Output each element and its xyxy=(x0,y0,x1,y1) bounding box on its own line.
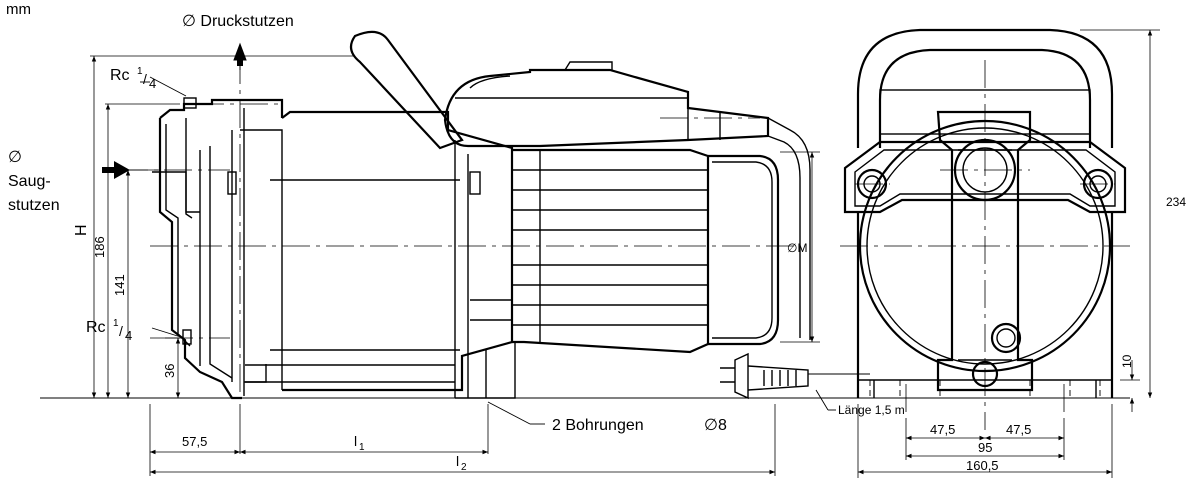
terminal-box xyxy=(349,30,811,340)
handle xyxy=(856,28,1114,148)
druck-arrow-icon xyxy=(233,42,247,70)
svg-text:1: 1 xyxy=(113,318,119,329)
dim-95-label: 95 xyxy=(978,440,992,455)
svg-text:1: 1 xyxy=(137,66,143,77)
dim-l2-label: l xyxy=(456,453,459,469)
druckstutzen-label: ∅ Druckstutzen xyxy=(182,13,294,30)
bohrungen-leader xyxy=(487,401,531,425)
fan-cover xyxy=(708,154,780,346)
side-view xyxy=(40,30,1130,425)
dim-186-label: 186 xyxy=(92,236,107,258)
saug-arrow-icon xyxy=(102,161,130,179)
dm-label: ∅M xyxy=(787,241,807,255)
laenge-label: Länge 1,5 m xyxy=(838,403,905,417)
bohrungen-label: 2 Bohrungen xyxy=(552,417,644,434)
dim-47-5-left-label: 47,5 xyxy=(930,422,955,437)
center-column xyxy=(936,110,1034,392)
saug-label-line2: stutzen xyxy=(8,197,60,214)
saug-dia-label: ∅ xyxy=(8,149,22,166)
units-label: mm xyxy=(6,1,31,18)
h-label: H xyxy=(73,224,90,236)
bohrungen-dia-label: ∅8 xyxy=(704,417,727,434)
svg-text:4: 4 xyxy=(149,76,156,91)
dim-141-label: 141 xyxy=(112,274,127,296)
flange-plate xyxy=(843,140,1127,214)
svg-text:2: 2 xyxy=(461,462,467,473)
cable-plug xyxy=(720,352,870,400)
svg-text:/: / xyxy=(119,323,123,339)
saug-label-line1: Saug- xyxy=(8,173,51,190)
svg-text:/: / xyxy=(143,71,147,87)
svg-text:1: 1 xyxy=(359,442,365,453)
dim-47-5-right-label: 47,5 xyxy=(1006,422,1031,437)
rc-bottom-label: Rc xyxy=(86,319,106,336)
dim-57-5-label: 57,5 xyxy=(182,434,207,449)
pump-housing xyxy=(152,97,284,400)
motor-fins xyxy=(512,148,710,354)
dim-l1-label: l xyxy=(354,433,357,449)
side-dimensions xyxy=(90,55,820,476)
dim-10-label: 10 xyxy=(1120,354,1134,368)
rc-top-label: Rc xyxy=(110,67,130,84)
front-view xyxy=(840,28,1130,430)
front-dimensions xyxy=(857,29,1160,478)
dim-234-label: 234 xyxy=(1166,195,1186,209)
motor-body xyxy=(227,110,516,399)
svg-text:4: 4 xyxy=(125,328,132,343)
dim-36-label: 36 xyxy=(162,364,177,378)
dim-160-5-label: 160,5 xyxy=(966,458,999,473)
